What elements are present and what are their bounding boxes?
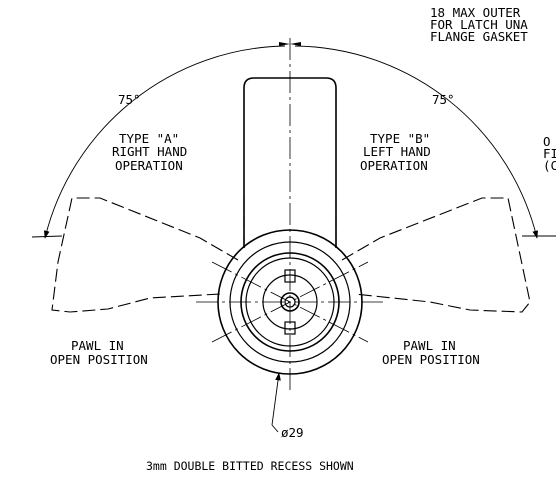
side-note-line-2: FI [543,146,556,161]
type-a-line-3: OPERATION [115,158,183,173]
type-b-line-2: LEFT HAND [363,144,431,159]
angle-label-left: 75° [118,92,141,107]
pawl-right-line-1: PAWL IN [403,338,456,353]
type-b-line-3: OPERATION [360,158,428,173]
note-line-3: FLANGE GASKET [430,29,528,44]
note-line-2: FOR LATCH UNA [430,17,528,32]
pawl-right-line-2: OPEN POSITION [382,352,480,367]
type-a-line-1: TYPE "A" [119,131,179,146]
pawl-left-line-1: PAWL IN [71,338,124,353]
pawl-left-outline [51,197,239,313]
pawl-left-line-2: OPEN POSITION [50,352,148,367]
diameter-leader [271,372,281,433]
angle-label-right: 75° [432,92,455,107]
pawl-right-outline [341,197,531,313]
side-note-line-1: O [543,134,551,149]
diameter-label: ø29 [281,425,304,440]
caption: 3mm DOUBLE BITTED RECESS SHOWN [146,459,354,473]
type-a-line-2: RIGHT HAND [112,144,187,159]
center-lines [196,38,384,392]
angle-dimension-arcs [31,42,556,239]
note-line-1: 18 MAX OUTER [430,5,521,20]
type-b-line-1: TYPE "B" [370,131,430,146]
side-note-line-3: (C [543,158,556,173]
